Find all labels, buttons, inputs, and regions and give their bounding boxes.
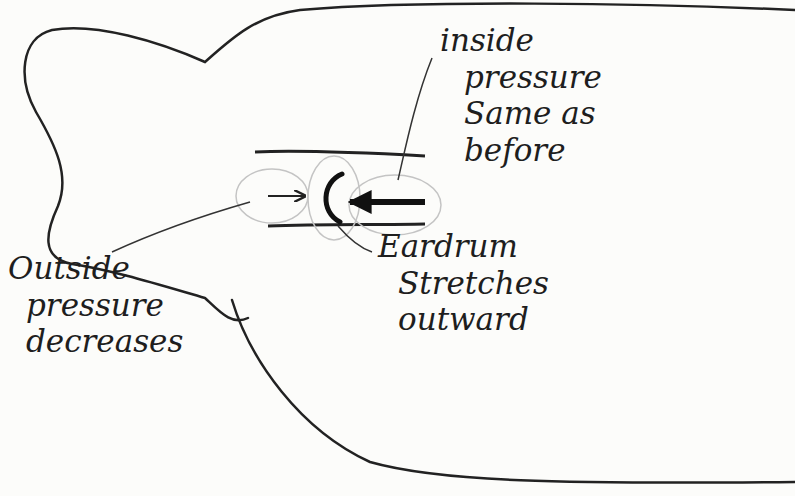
pressure-label: inside pressure Same as before	[440, 22, 639, 168]
leader-line	[112, 202, 250, 252]
outside-pressure-arrow	[268, 195, 305, 197]
highlight-circle	[236, 169, 308, 223]
part-label: Eardrum Stretches outward	[378, 228, 643, 338]
ear-canal-wall	[255, 151, 425, 156]
inside-pressure-arrow	[350, 199, 425, 205]
leader-line	[398, 58, 432, 180]
highlight-circle	[349, 175, 441, 235]
leader-line	[338, 226, 372, 252]
ear-canal-wall	[268, 224, 425, 226]
pressure-label: Outside pressure decreases	[8, 250, 191, 360]
highlight-circle	[308, 156, 360, 240]
eardrum	[326, 174, 342, 222]
